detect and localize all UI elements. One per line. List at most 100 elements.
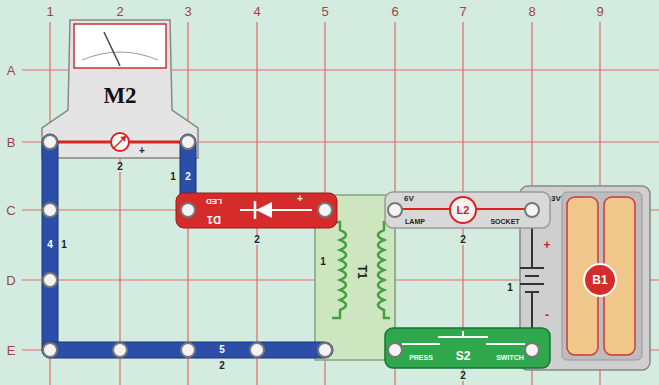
snap-connector <box>388 343 402 357</box>
polarity-mark: + <box>297 194 303 204</box>
blue-wire <box>42 134 333 358</box>
column-number: 2 <box>115 5 124 18</box>
part-type: LED <box>206 197 222 205</box>
callout-number: 2 <box>116 162 124 172</box>
wire-piece: 21 <box>180 134 196 218</box>
press-switch-s2: PRESSS2SWITCH2 <box>385 328 550 368</box>
battery-holder <box>531 292 533 330</box>
part-type: PRESS <box>409 354 433 361</box>
meter-part <box>114 136 126 148</box>
part-type: SWITCH <box>496 354 524 361</box>
column-number: 9 <box>595 5 604 18</box>
meter-part <box>42 20 198 158</box>
led-d1: D1LED+2 <box>176 193 337 228</box>
polarity-mark: + <box>543 239 550 251</box>
meter-part <box>42 20 198 158</box>
wire-piece: 52 <box>42 342 333 358</box>
layer-number: 2 <box>218 361 226 371</box>
transformer-part <box>332 222 346 318</box>
meter-part <box>111 133 129 151</box>
meter-part <box>82 52 158 60</box>
column-number: 3 <box>183 5 192 18</box>
lamp-socket-l2: 6VL2LAMPSOCKET2 <box>385 192 550 228</box>
battery-holder <box>584 264 616 296</box>
snap-connector <box>43 135 57 149</box>
part-name: B1 <box>592 274 607 286</box>
voltage-rating: 6V <box>404 195 414 203</box>
meter-part <box>74 24 166 68</box>
snap-connector <box>318 343 332 357</box>
lamp-socket-part <box>450 197 476 223</box>
snap-connector <box>181 135 195 149</box>
meter-part <box>120 136 126 142</box>
row-letter: E <box>6 344 17 357</box>
battery-holder <box>562 192 642 360</box>
snap-connector <box>43 273 57 287</box>
lamp-socket-part <box>385 192 550 228</box>
layer-number: 1 <box>506 283 514 293</box>
part-name: L2 <box>457 205 470 216</box>
layer-number: 1 <box>60 240 68 250</box>
snap-connector <box>525 203 539 217</box>
snap-connector <box>43 203 57 217</box>
part-type: SOCKET <box>490 218 519 225</box>
led-part <box>240 209 312 211</box>
press-switch-part <box>462 331 464 337</box>
battery-holder <box>531 228 533 268</box>
snap-connector <box>43 135 539 357</box>
layer-number: 1 <box>169 172 177 182</box>
part-name: M2 <box>103 84 136 107</box>
row-letter: C <box>5 204 16 217</box>
snap-connector <box>318 203 332 217</box>
layer-number: 2 <box>459 371 467 381</box>
led-part <box>256 202 272 218</box>
part-type: LAMP <box>405 218 425 225</box>
blue-wire <box>42 342 333 358</box>
layer-number: 1 <box>320 257 326 267</box>
wire-length: 4 <box>47 240 53 250</box>
polarity-mark: - <box>545 309 549 321</box>
column-number: 5 <box>320 5 329 18</box>
row-letter: D <box>5 274 16 287</box>
blue-wire <box>180 134 196 218</box>
part-name: S2 <box>456 350 471 362</box>
press-switch-part <box>486 343 525 345</box>
voltage-rating: 3V <box>551 195 561 203</box>
polarity-mark: + <box>139 146 145 156</box>
snap-connector <box>388 203 402 217</box>
press-switch-part <box>402 343 440 345</box>
lamp-socket-part <box>402 208 450 210</box>
snap-connector <box>525 343 539 357</box>
column-number: 7 <box>458 5 467 18</box>
led-part <box>254 201 257 219</box>
lamp-socket-part <box>476 208 525 210</box>
layer-number: 2 <box>459 235 467 245</box>
wire-length: 5 <box>219 345 225 355</box>
snap-connector <box>181 203 195 217</box>
part-name: D1 <box>207 214 221 225</box>
led-part <box>176 193 337 228</box>
snap-connector <box>181 343 195 357</box>
row-letter: B <box>6 136 17 149</box>
wire-piece: 41 <box>42 134 58 358</box>
transformer-part <box>378 222 390 318</box>
column-number: 1 <box>45 5 54 18</box>
battery-holder <box>525 275 539 277</box>
snap-connector <box>43 343 57 357</box>
meter-m2: M22+ <box>42 20 198 160</box>
led-part <box>176 193 337 228</box>
part-name: T1 <box>356 265 368 279</box>
layer-number: 2 <box>253 235 261 245</box>
battery-holder <box>520 267 544 269</box>
column-number: 4 <box>252 5 261 18</box>
meter-part <box>104 32 120 66</box>
blue-wire <box>42 134 58 358</box>
transformer-t1: T1 1 <box>315 195 395 360</box>
snap-connector <box>113 343 127 357</box>
press-switch-part <box>385 328 550 368</box>
press-switch-part <box>385 328 550 368</box>
snap-connector <box>250 343 264 357</box>
